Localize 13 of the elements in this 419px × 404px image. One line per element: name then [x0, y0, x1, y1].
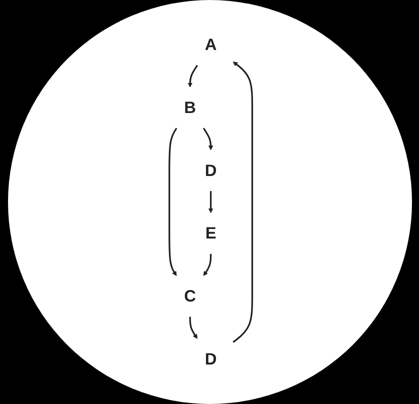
arrow — [188, 64, 198, 88]
arrow — [189, 316, 198, 339]
arrow — [232, 62, 254, 343]
node-text: A — [204, 36, 217, 54]
arrow — [202, 128, 214, 150]
node-text: B — [184, 98, 196, 117]
node-text: D — [204, 162, 217, 180]
arrow — [168, 128, 178, 276]
node-text: C — [184, 287, 196, 306]
arrow — [203, 254, 212, 276]
node-text: E — [205, 224, 216, 242]
node-text: D — [204, 350, 217, 368]
arrow — [208, 191, 214, 214]
